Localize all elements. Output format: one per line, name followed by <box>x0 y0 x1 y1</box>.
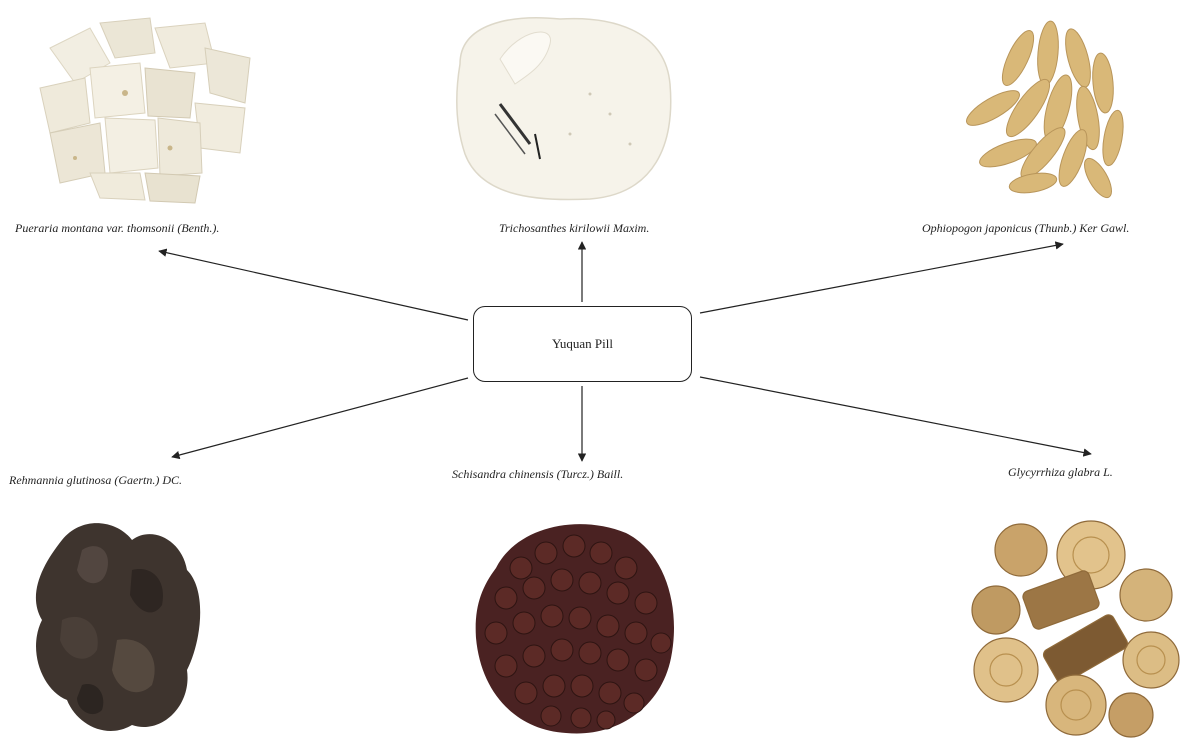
center-node-label: Yuquan Pill <box>552 336 613 352</box>
glycyrrhiza-photo <box>966 510 1189 744</box>
arrow-to-rehmannia <box>172 378 468 457</box>
schisandra-photo <box>466 508 688 744</box>
ophiopogon-label: Ophiopogon japonicus (Thunb.) Ker Gawl. <box>922 221 1129 236</box>
pueraria-photo <box>30 8 264 208</box>
rehmannia-label: Rehmannia glutinosa (Gaertn.) DC. <box>9 473 182 488</box>
trichosanthes-photo <box>440 4 682 204</box>
schisandra-label: Schisandra chinensis (Turcz.) Baill. <box>452 467 623 482</box>
rehmannia-photo <box>22 510 216 742</box>
glycyrrhiza-label: Glycyrrhiza glabra L. <box>1008 465 1113 480</box>
trichosanthes-label: Trichosanthes kirilowii Maxim. <box>499 221 649 236</box>
arrow-to-ophiopogon <box>700 244 1063 313</box>
center-node: Yuquan Pill <box>473 306 692 382</box>
arrow-to-pueraria <box>159 251 468 320</box>
arrow-to-glycyrrhiza <box>700 377 1091 454</box>
pueraria-label: Pueraria montana var. thomsonii (Benth.)… <box>15 221 219 236</box>
ophiopogon-photo <box>958 18 1138 200</box>
